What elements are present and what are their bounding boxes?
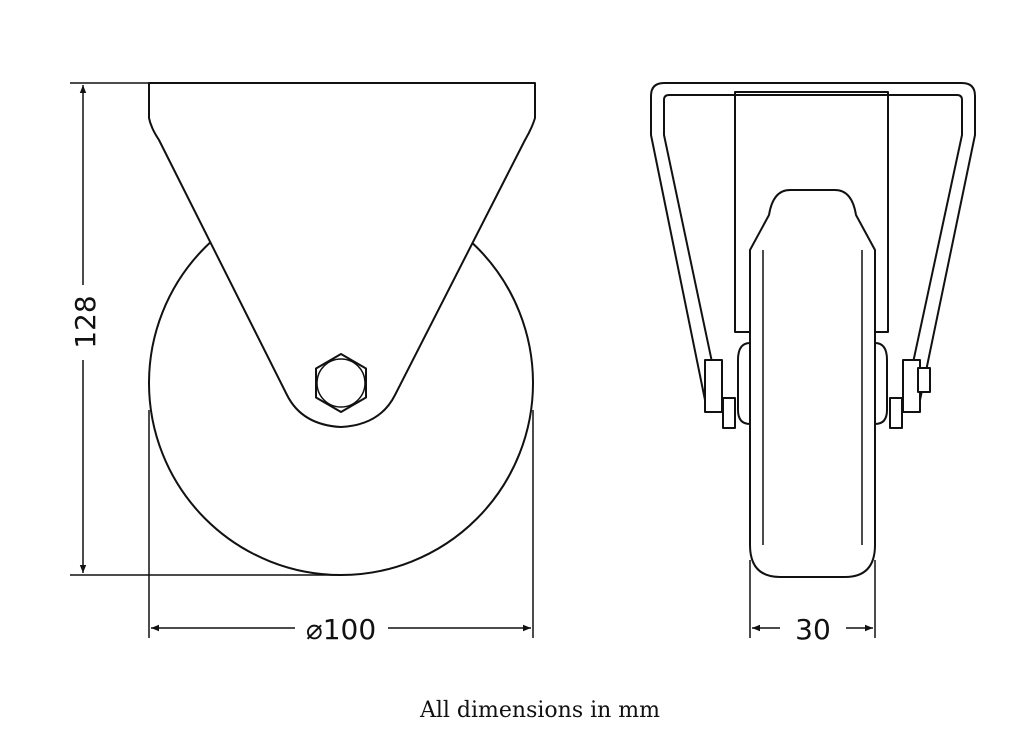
diameter-label: ⌀100 bbox=[306, 613, 376, 646]
height-dimension: 128 bbox=[69, 82, 341, 576]
bracket bbox=[148, 82, 536, 428]
hub-bushings bbox=[704, 342, 931, 429]
width-dimension: 30 bbox=[749, 560, 876, 646]
side-view bbox=[148, 82, 536, 576]
axle-nut bbox=[315, 353, 367, 413]
front-wheel bbox=[749, 189, 876, 578]
front-view bbox=[650, 82, 976, 578]
height-label: 128 bbox=[69, 295, 102, 348]
front-bracket-outer bbox=[650, 82, 976, 401]
caption: All dimensions in mm bbox=[419, 698, 661, 723]
diameter-dimension: ⌀100 bbox=[148, 410, 534, 646]
width-label: 30 bbox=[795, 613, 831, 646]
